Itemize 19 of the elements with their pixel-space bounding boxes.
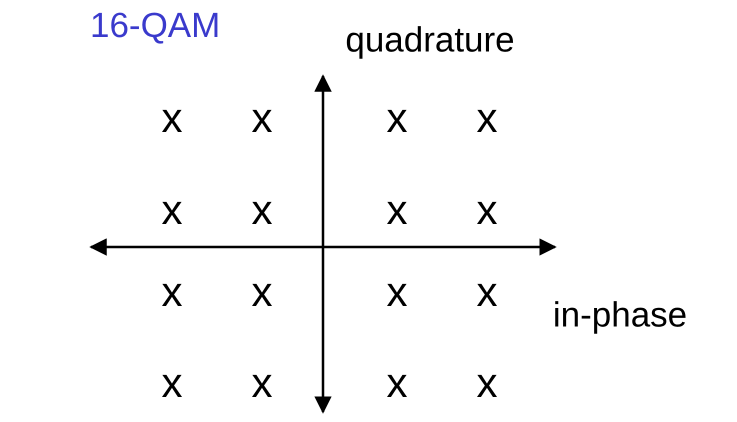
constellation-point: x: [162, 189, 182, 231]
constellation-point: x: [386, 189, 408, 231]
diagram-title: 16-QAM: [90, 8, 220, 43]
constellation-point: x: [162, 97, 182, 139]
constellation-point: x: [386, 362, 408, 404]
constellation-point: x: [252, 189, 272, 231]
constellation-point: x: [162, 362, 182, 404]
constellation-point: x: [476, 189, 498, 231]
constellation-point: x: [386, 97, 408, 139]
constellation-point: x: [252, 271, 272, 313]
axis-label: in-phase: [552, 298, 688, 332]
axis-label: quadrature: [345, 22, 515, 58]
constellation-point: x: [476, 271, 498, 313]
constellation-point: x: [386, 271, 408, 313]
constellation-point: x: [476, 362, 498, 404]
constellation-point: x: [476, 97, 498, 139]
constellation-point: x: [162, 271, 182, 313]
constellation-point: x: [252, 97, 272, 139]
constellation-point: x: [252, 362, 272, 404]
